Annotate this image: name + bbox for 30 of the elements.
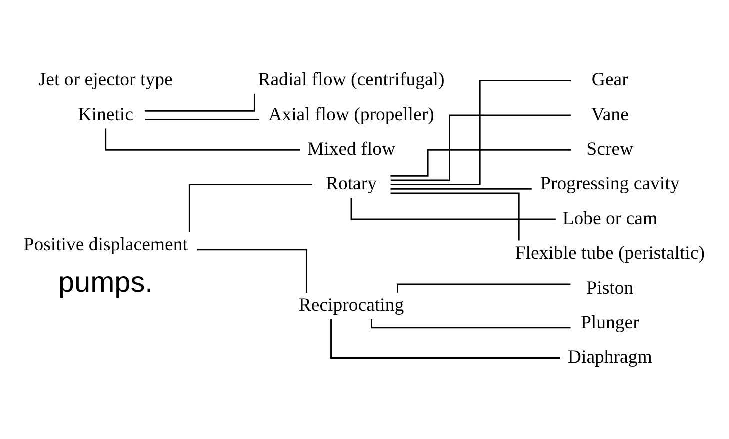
node-text: Progressing cavity [540, 174, 680, 195]
node-text: Rotary [326, 174, 378, 195]
connector [390, 149, 572, 177]
node-text: Axial flow (propeller) [268, 104, 434, 126]
connector [188, 184, 312, 232]
connector [390, 192, 520, 241]
connector [390, 114, 571, 182]
connector [197, 249, 308, 294]
connector [144, 94, 256, 112]
connector [330, 319, 560, 359]
node-text: Positive displacement [24, 234, 188, 256]
node-text: Lobe or cam [562, 208, 658, 230]
node-text: Screw [586, 139, 634, 160]
label: pumps. [58, 266, 154, 299]
connector [105, 128, 300, 151]
node-text: Diaphragm [568, 347, 652, 368]
connector [145, 119, 260, 121]
node-text: Jet or ejector type [38, 70, 173, 91]
node-text: Gear [592, 70, 628, 91]
node-text: Flexible tube (peristaltic) [515, 243, 705, 264]
node-text: Kinetic [78, 104, 134, 126]
node-text: Vane [591, 104, 629, 126]
connector [390, 80, 572, 186]
node-text: Mixed flow [307, 139, 396, 160]
connector [350, 198, 556, 220]
node-text: Piston [586, 278, 634, 299]
node-text: Radial flow (centrifugal) [258, 70, 445, 91]
connector [390, 188, 532, 190]
node-text: Reciprocating [298, 295, 404, 316]
node-text: Plunger [580, 312, 640, 334]
